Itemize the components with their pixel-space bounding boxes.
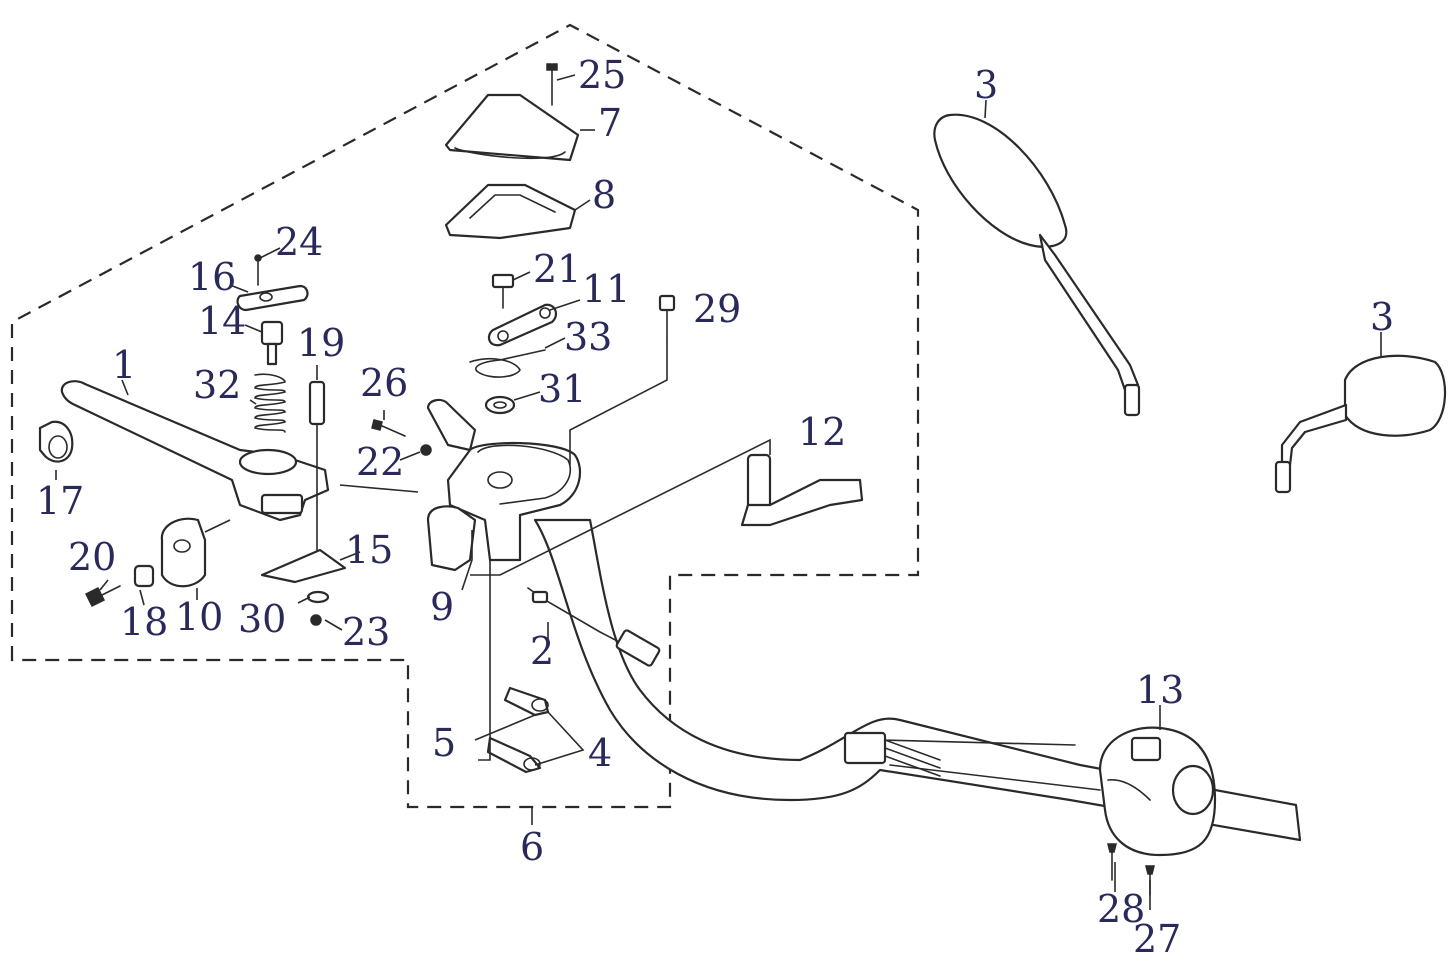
holder-12 bbox=[740, 453, 864, 527]
callout-32: 32 bbox=[193, 363, 241, 407]
pivot-bracket bbox=[160, 517, 207, 588]
switch-9 bbox=[426, 505, 477, 572]
callout-31: 31 bbox=[538, 367, 586, 411]
washer-30 bbox=[306, 590, 330, 604]
bolt-20 bbox=[84, 585, 121, 608]
bolt-29 bbox=[658, 294, 676, 341]
callout-21: 21 bbox=[533, 247, 581, 291]
assembly-boundary bbox=[10, 23, 920, 809]
bolt-4-5-upper bbox=[503, 686, 550, 717]
leader-lines bbox=[55, 74, 1382, 910]
callout-8: 8 bbox=[592, 173, 616, 217]
brake-lever bbox=[60, 380, 330, 522]
screw-25 bbox=[546, 63, 558, 106]
callout-1: 1 bbox=[112, 343, 136, 387]
callout-2: 2 bbox=[530, 629, 554, 673]
part-17 bbox=[38, 420, 74, 463]
handlebar bbox=[533, 518, 1302, 842]
ball-22 bbox=[420, 444, 432, 456]
callout-22: 22 bbox=[356, 440, 404, 484]
spring-32 bbox=[254, 373, 286, 433]
switch-housing bbox=[1098, 726, 1217, 857]
callout-24: 24 bbox=[275, 220, 323, 264]
wire-harness bbox=[843, 731, 941, 777]
plate-16 bbox=[236, 284, 309, 312]
callout-7: 7 bbox=[598, 101, 622, 145]
callout-18: 18 bbox=[120, 600, 168, 644]
callout-4: 4 bbox=[588, 731, 612, 775]
diaphragm-8 bbox=[444, 183, 577, 240]
plate-15 bbox=[260, 548, 347, 584]
callout-13: 13 bbox=[1136, 668, 1184, 712]
callout-12: 12 bbox=[798, 410, 846, 454]
callout-27: 27 bbox=[1133, 917, 1181, 961]
master-cylinder bbox=[426, 398, 582, 562]
cable-2 bbox=[527, 587, 661, 667]
callout-25: 25 bbox=[578, 53, 626, 97]
rod-14 bbox=[260, 320, 284, 366]
callout-28: 28 bbox=[1097, 887, 1145, 931]
callout-9: 9 bbox=[430, 585, 454, 629]
callout-14: 14 bbox=[198, 299, 246, 343]
bolt-26 bbox=[371, 419, 406, 437]
callout-19: 19 bbox=[297, 321, 345, 365]
bolt-4-5-lower bbox=[486, 736, 542, 774]
screw-28 bbox=[1107, 843, 1117, 881]
callout-23: 23 bbox=[342, 610, 390, 654]
callout-20: 20 bbox=[68, 535, 116, 579]
shaft-19 bbox=[308, 380, 326, 561]
mirror-right-upper bbox=[933, 113, 1141, 417]
nut-23 bbox=[310, 614, 322, 626]
callout-10: 10 bbox=[175, 595, 223, 639]
callout-3b: 3 bbox=[1370, 295, 1394, 339]
callout-33: 33 bbox=[564, 315, 612, 359]
callout-3a: 3 bbox=[974, 63, 998, 107]
callout-11: 11 bbox=[582, 267, 630, 311]
washer-31 bbox=[484, 395, 516, 415]
callout-6: 6 bbox=[520, 825, 544, 869]
callout-16: 16 bbox=[188, 255, 236, 299]
part-18 bbox=[133, 564, 155, 588]
callout-26: 26 bbox=[360, 361, 408, 405]
spring-33 bbox=[469, 349, 546, 378]
reservoir-cap-7 bbox=[444, 93, 580, 162]
bolt-21 bbox=[491, 273, 515, 309]
callout-15: 15 bbox=[345, 528, 393, 572]
callout-30: 30 bbox=[238, 597, 286, 641]
pin-24 bbox=[254, 254, 262, 286]
callout-labels: 1 2 3 3 4 5 6 7 8 9 10 11 12 13 14 15 16… bbox=[36, 53, 1394, 961]
bracket-11 bbox=[487, 303, 558, 347]
callout-17: 17 bbox=[36, 479, 84, 523]
callout-29: 29 bbox=[693, 287, 741, 331]
callout-5: 5 bbox=[432, 721, 456, 765]
mirror-right-lower bbox=[1274, 354, 1447, 494]
